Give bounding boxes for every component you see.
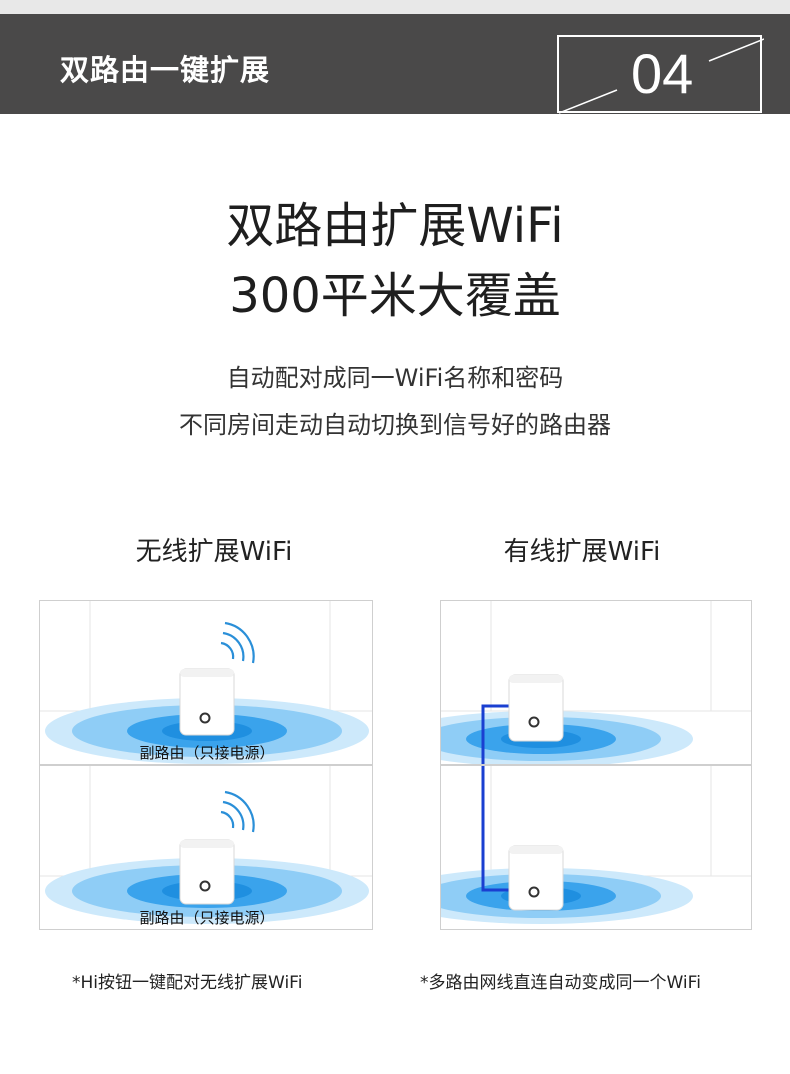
top-strip — [0, 0, 790, 14]
wireless-room-bottom-illustration — [40, 766, 372, 924]
wired-title: 有线扩展WiFi — [503, 537, 661, 567]
subtitle-line-2: 不同房间走动自动切换到信号好的路由器 — [179, 411, 611, 439]
diagonal-lines-icon — [559, 38, 764, 114]
headline-line-1: 双路由扩展WiFi — [226, 198, 564, 254]
section-number: 04 — [631, 42, 694, 105]
wired-room-bottom-illustration — [441, 766, 751, 924]
headline-line-2: 300平米大覆盖 — [229, 268, 561, 324]
wireless-room-top-illustration — [40, 601, 372, 764]
wired-footnote: *多路由网线直连自动变成同一个WiFi — [420, 973, 701, 993]
subtitle-line-1: 自动配对成同一WiFi名称和密码 — [226, 364, 564, 392]
wireless-top-label: 副路由（只接电源） — [139, 744, 275, 762]
wireless-panel-top: 副路由（只接电源） — [39, 600, 373, 765]
wireless-footnote: *Hi按钮一键配对无线扩展WiFi — [72, 973, 303, 993]
wired-panel-bottom — [440, 765, 752, 930]
wireless-bottom-label: 副路由（只接电源） — [139, 909, 275, 927]
section-number-box: 04 — [557, 35, 764, 114]
section-title: 双路由一键扩展 — [60, 53, 271, 87]
wireless-panel-bottom: 副路由（只接电源） — [39, 765, 373, 930]
wired-room-top-illustration — [441, 601, 751, 764]
wireless-title: 无线扩展WiFi — [135, 537, 293, 567]
section-header: 双路由一键扩展 04 — [0, 14, 790, 114]
wired-panel-top — [440, 600, 752, 765]
